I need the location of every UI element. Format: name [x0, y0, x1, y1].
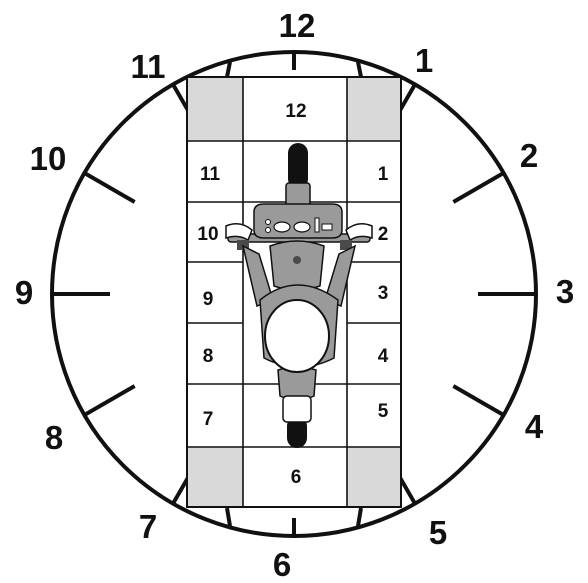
clock-label-6: 6 — [273, 546, 291, 583]
cell-8: 8 — [203, 346, 214, 367]
cell-6: 6 — [291, 467, 302, 488]
clock-tick-10 — [84, 173, 134, 202]
cell-4: 4 — [378, 346, 389, 367]
clock-label-8: 8 — [45, 419, 63, 456]
clock-tick-2 — [453, 173, 503, 202]
clock-label-9: 9 — [15, 274, 33, 311]
clock-label-12: 12 — [279, 7, 316, 44]
corner-bottom-left — [188, 447, 243, 506]
clock-label-5: 5 — [429, 514, 447, 551]
grid-edge-tick-2 — [358, 62, 361, 77]
cell-3: 3 — [378, 283, 389, 304]
grid-edge-tick-1 — [227, 62, 230, 77]
cell-12: 12 — [285, 101, 306, 122]
cell-10: 10 — [197, 224, 218, 245]
cell-2: 2 — [378, 224, 389, 245]
clock-label-7: 7 — [139, 508, 157, 545]
cell-9: 9 — [203, 289, 214, 310]
clock-label-11: 11 — [131, 48, 166, 85]
clock-tick-8 — [84, 386, 134, 415]
corner-bottom-right — [347, 447, 400, 506]
cell-7: 7 — [203, 409, 214, 430]
clock-label-1: 1 — [415, 42, 433, 79]
clock-tick-4 — [453, 386, 503, 415]
corner-top-right — [347, 78, 400, 141]
clock-label-10: 10 — [30, 140, 67, 177]
cell-1: 1 — [378, 164, 389, 185]
corner-top-left — [188, 78, 243, 141]
clock-label-2: 2 — [520, 137, 538, 174]
clock-label-4: 4 — [525, 408, 544, 445]
grid-edge-tick-3 — [227, 508, 230, 526]
cell-11: 11 — [200, 164, 221, 185]
grid-edge-tick-4 — [358, 508, 361, 526]
clock-label-3: 3 — [556, 273, 574, 310]
cell-5: 5 — [378, 401, 389, 422]
